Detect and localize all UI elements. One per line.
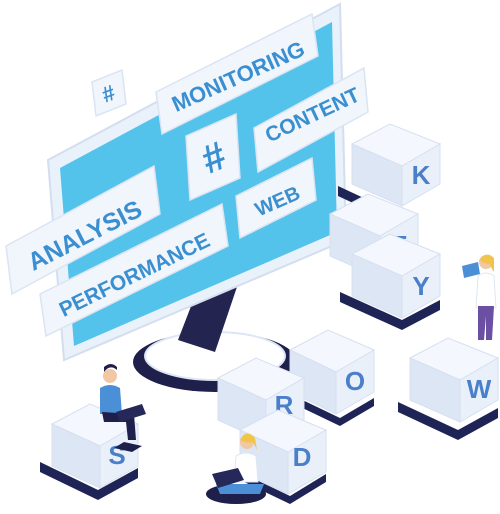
woman-hair bbox=[240, 433, 257, 450]
tag-hash-large: # bbox=[185, 112, 241, 202]
person-woman-phone bbox=[462, 254, 497, 340]
cube-d-label: D bbox=[293, 442, 312, 472]
man-laptop bbox=[116, 404, 146, 422]
standing-woman-trousers bbox=[478, 306, 494, 340]
tag-hash-small: # bbox=[91, 68, 127, 118]
man-head bbox=[103, 369, 117, 383]
person-woman-laptop bbox=[206, 433, 266, 504]
woman-laptop bbox=[212, 468, 244, 488]
woman-legs bbox=[216, 484, 264, 494]
standing-woman-shirt bbox=[475, 272, 497, 309]
man-hair bbox=[104, 364, 117, 372]
cube-y-label: Y bbox=[412, 271, 429, 301]
man-shoes bbox=[114, 442, 142, 452]
cube-o: O bbox=[288, 329, 376, 426]
cube-o-label: O bbox=[345, 366, 365, 396]
man-shirt bbox=[100, 385, 122, 414]
person-man-laptop bbox=[100, 364, 146, 452]
standing-woman-hair bbox=[480, 254, 494, 272]
phone-icon bbox=[462, 262, 480, 278]
cube-y: Y bbox=[340, 233, 442, 330]
cube-w-label: W bbox=[467, 374, 492, 404]
cube-k-label: K bbox=[412, 160, 431, 190]
cube-w: W bbox=[398, 337, 500, 440]
